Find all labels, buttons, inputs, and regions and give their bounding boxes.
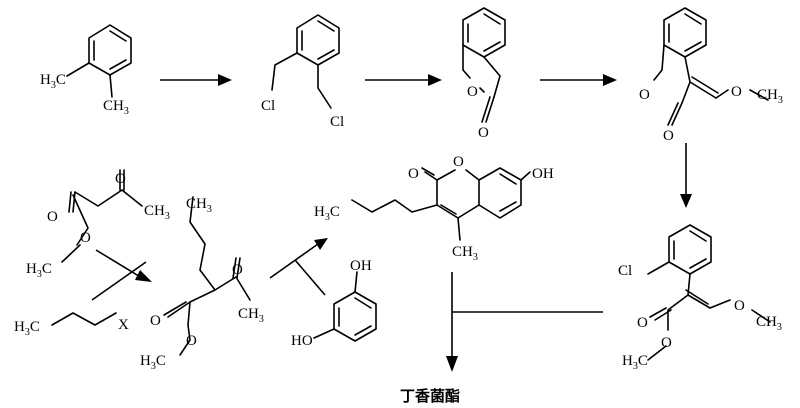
isochromanone-structure: O O (462, 7, 506, 141)
methyl-label: CH3 (238, 306, 264, 325)
reaction-arrow (269, 238, 328, 296)
ethyl-label: H3C (140, 353, 166, 372)
methyl-label: CH3 (144, 203, 170, 222)
reaction-arrow (365, 74, 442, 86)
oxygen-label: O (637, 315, 648, 331)
methyl-label: CH3 (452, 244, 478, 263)
chlorine-label: Cl (261, 98, 275, 114)
reaction-arrow (540, 74, 617, 86)
oxygen-label: O (731, 84, 742, 100)
oxygen-label: O (467, 84, 478, 100)
o-xylene-structure: H3C CH3 (40, 24, 132, 117)
reaction-arrow (160, 74, 232, 86)
hydroxyl-label: HO (291, 333, 313, 349)
oxygen-label: O (80, 230, 91, 246)
ethyl-label: H3C (26, 261, 52, 280)
methyl-label: CH3 (186, 196, 212, 215)
reaction-arrow (91, 249, 152, 301)
o-xylene-methyl-label: H3C (40, 72, 66, 91)
chlorine-label: Cl (618, 263, 632, 279)
chlorine-label: Cl (330, 114, 344, 130)
product-name-label: 丁香菌酯 (400, 387, 460, 405)
oxygen-label: O (661, 335, 672, 351)
coumarin-structure: O O OH H3C CH3 (314, 154, 554, 263)
resorcinol-structure: OH HO (291, 258, 377, 349)
halide-label: X (118, 317, 129, 333)
methyl-label: CH3 (756, 314, 782, 333)
methyl-label: H3C (314, 204, 340, 223)
oxygen-label: O (186, 333, 197, 349)
oxygen-label: O (663, 128, 674, 144)
reaction-arrow (680, 143, 692, 208)
methyl-label: H3C (14, 319, 40, 338)
hydroxyl-label: OH (350, 258, 372, 274)
reaction-arrow (446, 272, 603, 372)
dichloride-structure: Cl Cl (261, 14, 344, 130)
oxygen-label: O (150, 313, 161, 329)
butyl-acetoacetate-structure: CH3 O CH3 O O H3C (140, 196, 264, 372)
oxygen-label: O (115, 171, 126, 187)
chloromethylphenyl-acrylate-structure: Cl O CH3 O O H3C (618, 224, 782, 372)
butyl-halide-structure: H3C X (14, 312, 129, 338)
ethyl-acetoacetate-structure: O CH3 O O H3C (26, 169, 170, 280)
oxygen-label: O (47, 209, 58, 225)
oxygen-label: O (232, 262, 243, 278)
oxygen-label: O (408, 166, 419, 182)
methoxymethylene-isochromanone-structure: O O O CH3 (639, 7, 783, 144)
oxygen-label: O (478, 125, 489, 141)
methyl-label: CH3 (757, 87, 783, 106)
oxygen-label: O (639, 87, 650, 103)
oxygen-label: O (734, 298, 745, 314)
methyl-label: H3C (622, 353, 648, 372)
oxygen-label: O (453, 154, 464, 170)
o-xylene-methyl-label: CH3 (103, 98, 129, 117)
hydroxyl-label: OH (532, 166, 554, 182)
